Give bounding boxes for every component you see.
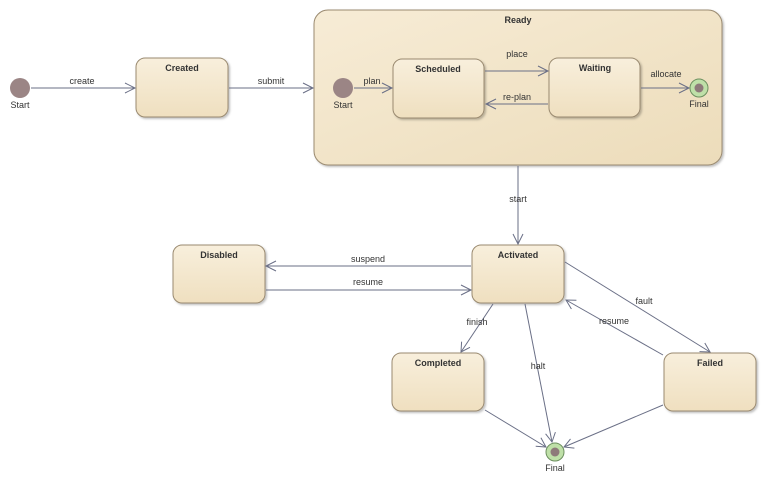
state-scheduled[interactable]: Scheduled	[392, 58, 485, 119]
transition-place[interactable]: place	[485, 49, 550, 77]
transition-place-label: place	[506, 49, 528, 59]
transition-allocate[interactable]: allocate	[641, 69, 691, 94]
transition-halt[interactable]: halt	[524, 303, 556, 444]
transition-start-label: start	[509, 194, 527, 204]
transition-submit-label: submit	[258, 76, 285, 86]
final-node-inner[interactable]: Final	[689, 78, 709, 109]
transition-start[interactable]: start	[509, 166, 527, 246]
transition-resume-from-failed-label: resume	[599, 316, 629, 326]
state-created-name: Created	[165, 63, 199, 73]
state-activated-name: Activated	[498, 250, 539, 260]
state-scheduled-name: Scheduled	[415, 64, 461, 74]
state-ready-name: Ready	[504, 15, 531, 25]
state-created[interactable]: Created	[135, 57, 229, 118]
transition-halt-label: halt	[531, 361, 546, 371]
initial-node-outer[interactable]: Start	[10, 78, 30, 110]
transition-resume-from-failed[interactable]: resume	[565, 299, 664, 356]
transition-fault-label: fault	[635, 296, 653, 306]
state-waiting-name: Waiting	[579, 63, 611, 73]
transition-re-plan[interactable]: re-plan	[484, 92, 548, 110]
state-waiting[interactable]: Waiting	[548, 57, 641, 118]
state-disabled[interactable]: Disabled	[172, 244, 266, 304]
final-node-main-label: Final	[545, 463, 565, 473]
initial-node-inner-label: Start	[333, 100, 353, 110]
transition-resume-from-disabled[interactable]: resume	[266, 277, 473, 296]
state-failed-name: Failed	[697, 358, 723, 368]
state-ready[interactable]: Ready	[313, 9, 723, 166]
transition-resume-from-disabled-label: resume	[353, 277, 383, 287]
transition-fault[interactable]: fault	[564, 261, 711, 353]
transition-plan[interactable]: plan	[354, 76, 394, 94]
final-node-inner-label: Final	[689, 99, 709, 109]
transition-suspend[interactable]: suspend	[264, 254, 471, 272]
transition-create-label: create	[69, 76, 94, 86]
transition-finish-label: finish	[466, 317, 487, 327]
transition-failed-to-final[interactable]	[563, 404, 664, 449]
final-node-main[interactable]: Final	[545, 442, 565, 473]
state-activated[interactable]: Activated	[471, 244, 565, 304]
transition-finish[interactable]: finish	[460, 303, 494, 353]
transition-suspend-label: suspend	[351, 254, 385, 264]
transition-create[interactable]: create	[31, 76, 137, 94]
state-completed[interactable]: Completed	[391, 352, 485, 412]
transition-allocate-label: allocate	[650, 69, 681, 79]
initial-node-outer-label: Start	[10, 100, 30, 110]
state-failed[interactable]: Failed	[663, 352, 757, 412]
transition-plan-label: plan	[363, 76, 380, 86]
transition-submit[interactable]: submit	[229, 76, 315, 94]
state-completed-name: Completed	[415, 358, 462, 368]
transition-completed-to-final[interactable]	[484, 409, 547, 448]
state-disabled-name: Disabled	[200, 250, 238, 260]
initial-node-inner[interactable]: Start	[333, 78, 353, 110]
transition-re-plan-label: re-plan	[503, 92, 531, 102]
